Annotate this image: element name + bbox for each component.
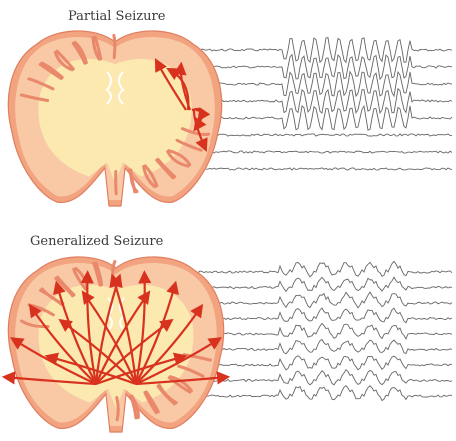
- partial-brain-icon: [8, 31, 221, 206]
- eeg-channel-trace: [196, 38, 452, 63]
- generalized-eeg-traces: [196, 261, 452, 400]
- eeg-channel-trace: [196, 261, 452, 276]
- eeg-channel-trace: [196, 292, 452, 308]
- eeg-channel-trace: [196, 134, 452, 136]
- sulcus: [114, 35, 115, 57]
- eeg-channel-trace: [196, 151, 452, 153]
- eeg-channel-trace: [196, 356, 452, 370]
- partial-seizure-title: Partial Seizure: [68, 9, 165, 24]
- eeg-channel-trace: [196, 106, 452, 130]
- eeg-channel-trace: [196, 168, 452, 170]
- eeg-channel-trace: [196, 55, 452, 79]
- partial-eeg-traces: [196, 38, 452, 170]
- eeg-channel-trace: [196, 370, 452, 385]
- eeg-channel-trace: [196, 277, 452, 291]
- eeg-channel-trace: [196, 386, 452, 401]
- eeg-channel-trace: [196, 323, 452, 338]
- eeg-channel-trace: [196, 339, 452, 353]
- eeg-channel-trace: [196, 308, 452, 323]
- eeg-channel-trace: [196, 72, 452, 96]
- generalized-seizure-title: Generalized Seizure: [30, 234, 163, 249]
- sulcus: [117, 398, 118, 420]
- eeg-channel-trace: [196, 89, 452, 113]
